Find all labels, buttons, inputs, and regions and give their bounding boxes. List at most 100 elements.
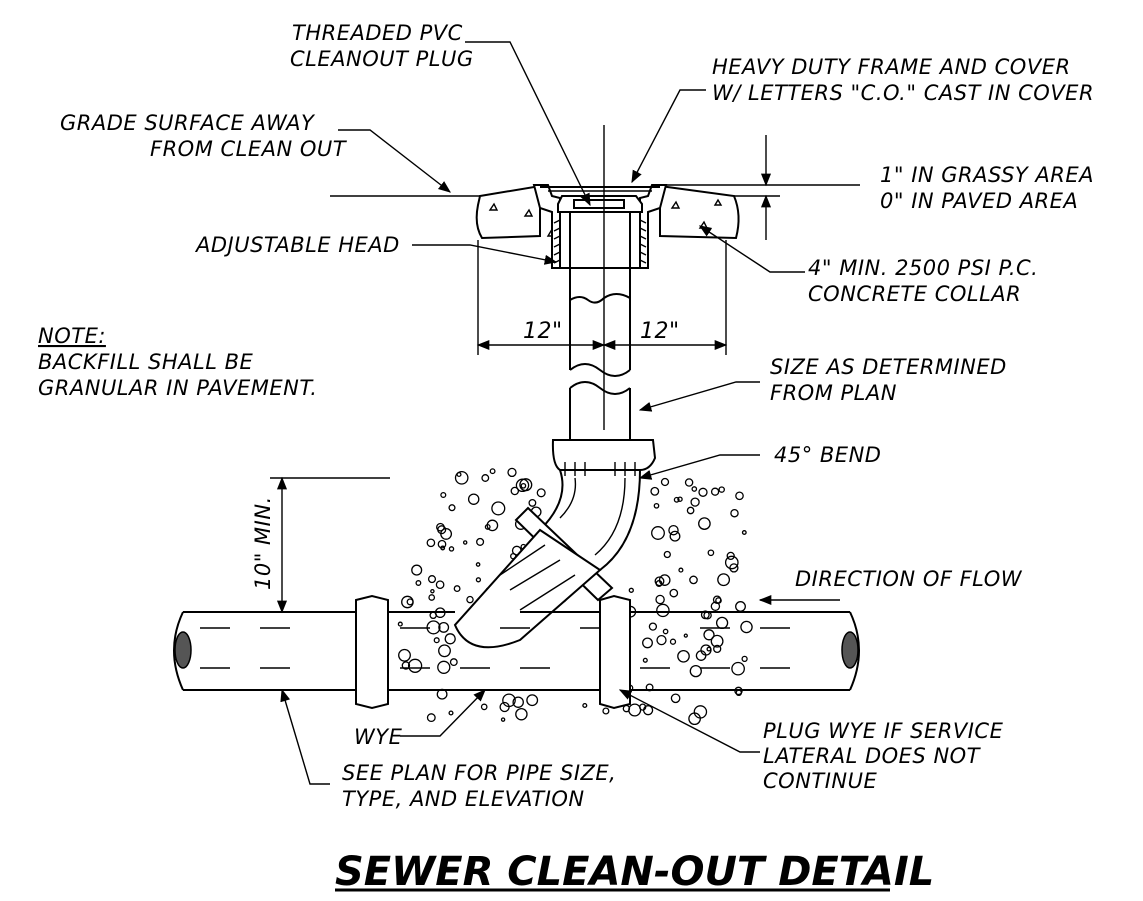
aggregate-stone xyxy=(673,496,680,503)
aggregate-stone xyxy=(448,504,456,512)
aggregate-stone xyxy=(440,491,447,499)
wye-label: WYE xyxy=(354,725,403,749)
grassy-label: 1" IN GRASSY AREA xyxy=(880,163,1094,187)
aggregate-stone xyxy=(456,471,462,478)
aggregate-stone xyxy=(437,525,447,535)
aggregate-stone xyxy=(741,655,748,663)
aggregate-stone xyxy=(507,467,517,478)
aggregate-stone xyxy=(710,601,721,612)
aggregate-stone xyxy=(628,703,642,717)
aggregate-stone xyxy=(710,634,724,648)
leader-lines xyxy=(280,41,840,785)
aggregate-stone xyxy=(628,587,634,593)
frame-cover-label-1: HEAVY DUTY FRAME AND COVER xyxy=(712,55,1071,79)
labels: THREADED PVC CLEANOUT PLUG HEAVY DUTY FR… xyxy=(38,21,1094,895)
aggregate-stone xyxy=(677,496,683,502)
aggregate-stone xyxy=(730,508,739,518)
aggregate-stone xyxy=(689,575,698,585)
aggregate-stone xyxy=(740,620,753,634)
aggregate-stone xyxy=(726,551,735,561)
plug-label-3: CONTINUE xyxy=(763,769,878,793)
size-label-2: FROM PLAN xyxy=(770,381,897,405)
note-line-2: GRANULAR IN PAVEMENT. xyxy=(38,376,317,400)
aggregate-stone xyxy=(526,694,539,707)
pipe-label-2: TYPE, AND ELEVATION xyxy=(342,787,585,811)
aggregate-stone xyxy=(729,563,739,573)
dimension-lines xyxy=(270,135,860,614)
aggregate-stone xyxy=(698,517,711,530)
aggregate-stone xyxy=(398,648,411,662)
drawing-title: SEWER CLEAN-OUT DETAIL xyxy=(335,849,934,895)
aggregate-stone xyxy=(426,538,436,548)
aggregate-stone xyxy=(653,502,660,509)
aggregate-stone xyxy=(401,661,411,670)
aggregate-stone xyxy=(717,573,731,587)
aggregate-stone xyxy=(500,717,506,722)
aggregate-stone xyxy=(655,580,663,587)
aggregate-stone xyxy=(536,488,546,498)
aggregate-stone xyxy=(639,703,647,711)
aggregate-stone xyxy=(710,487,720,496)
aggregate-stone xyxy=(428,594,436,601)
threaded-plug-label-2: CLEANOUT PLUG xyxy=(290,47,474,71)
aggregate-stone xyxy=(484,523,491,530)
aggregate-stone xyxy=(698,487,708,497)
grade-label-1: GRADE SURFACE AWAY xyxy=(60,111,316,135)
aggregate-stone xyxy=(686,506,695,515)
aggregate-stone xyxy=(502,693,516,708)
note-line-1: BACKFILL SHALL BE xyxy=(38,350,254,374)
aggregate-stone xyxy=(642,705,654,716)
frame-cover-label-2: W/ LETTERS "C.O." CAST IN COVER xyxy=(712,81,1094,105)
aggregate-stone xyxy=(684,478,694,487)
concrete-collar-icon xyxy=(475,184,740,240)
aggregate-stone xyxy=(670,693,681,704)
aggregate-stone xyxy=(663,550,671,559)
aggregate-stone xyxy=(689,664,702,678)
pipe-label-1: SEE PLAN FOR PIPE SIZE, xyxy=(342,761,616,785)
aggregate-stone xyxy=(602,707,610,715)
aggregate-stone xyxy=(438,644,451,658)
size-label-1: SIZE AS DETERMINED xyxy=(770,355,1007,379)
aggregate-stone xyxy=(683,633,688,638)
aggregate-stone xyxy=(713,644,722,654)
aggregate-stone xyxy=(486,519,499,532)
plug-label-2: LATERAL DOES NOT xyxy=(763,744,982,768)
note-title: NOTE: xyxy=(38,324,106,348)
aggregate-stone xyxy=(669,530,681,542)
aggregate-stone xyxy=(476,537,485,546)
aggregate-stone xyxy=(520,482,527,489)
aggregate-stone xyxy=(466,595,474,604)
aggregate-stone xyxy=(690,497,700,507)
collar-label-1: 4" MIN. 2500 PSI P.C. xyxy=(808,256,1038,280)
paved-label: 0" IN PAVED AREA xyxy=(880,189,1078,213)
aggregate-stone xyxy=(669,638,677,645)
aggregate-stone xyxy=(491,501,506,516)
aggregate-stone xyxy=(703,629,715,641)
aggregate-stone xyxy=(662,628,669,635)
aggregate-stone xyxy=(688,712,701,726)
aggregate-stone xyxy=(582,702,588,709)
aggregate-stone xyxy=(642,657,648,663)
aggregate-stone xyxy=(444,633,456,645)
adjustable-head-icon xyxy=(553,211,647,269)
adjustable-head-label: ADJUSTABLE HEAD xyxy=(194,233,400,257)
aggregate-stone xyxy=(735,601,746,612)
aggregate-stone xyxy=(658,574,671,586)
aggregate-stone xyxy=(411,564,423,576)
aggregate-stone xyxy=(654,576,665,587)
aggregate-stone xyxy=(655,594,665,605)
aggregate-stone xyxy=(656,634,667,646)
aggregate-stone xyxy=(437,660,451,674)
aggregate-stone xyxy=(475,562,481,567)
aggregate-stone xyxy=(651,526,665,540)
aggregate-stone xyxy=(741,530,747,535)
aggregate-stone xyxy=(438,621,450,633)
aggregate-stone xyxy=(449,658,458,667)
aggregate-stone xyxy=(462,540,468,545)
aggregate-stone xyxy=(735,491,744,501)
aggregate-stone xyxy=(715,616,729,630)
aggregate-stone xyxy=(700,644,712,656)
riser-pipe-icon xyxy=(569,125,631,440)
aggregate-stone xyxy=(510,486,520,496)
